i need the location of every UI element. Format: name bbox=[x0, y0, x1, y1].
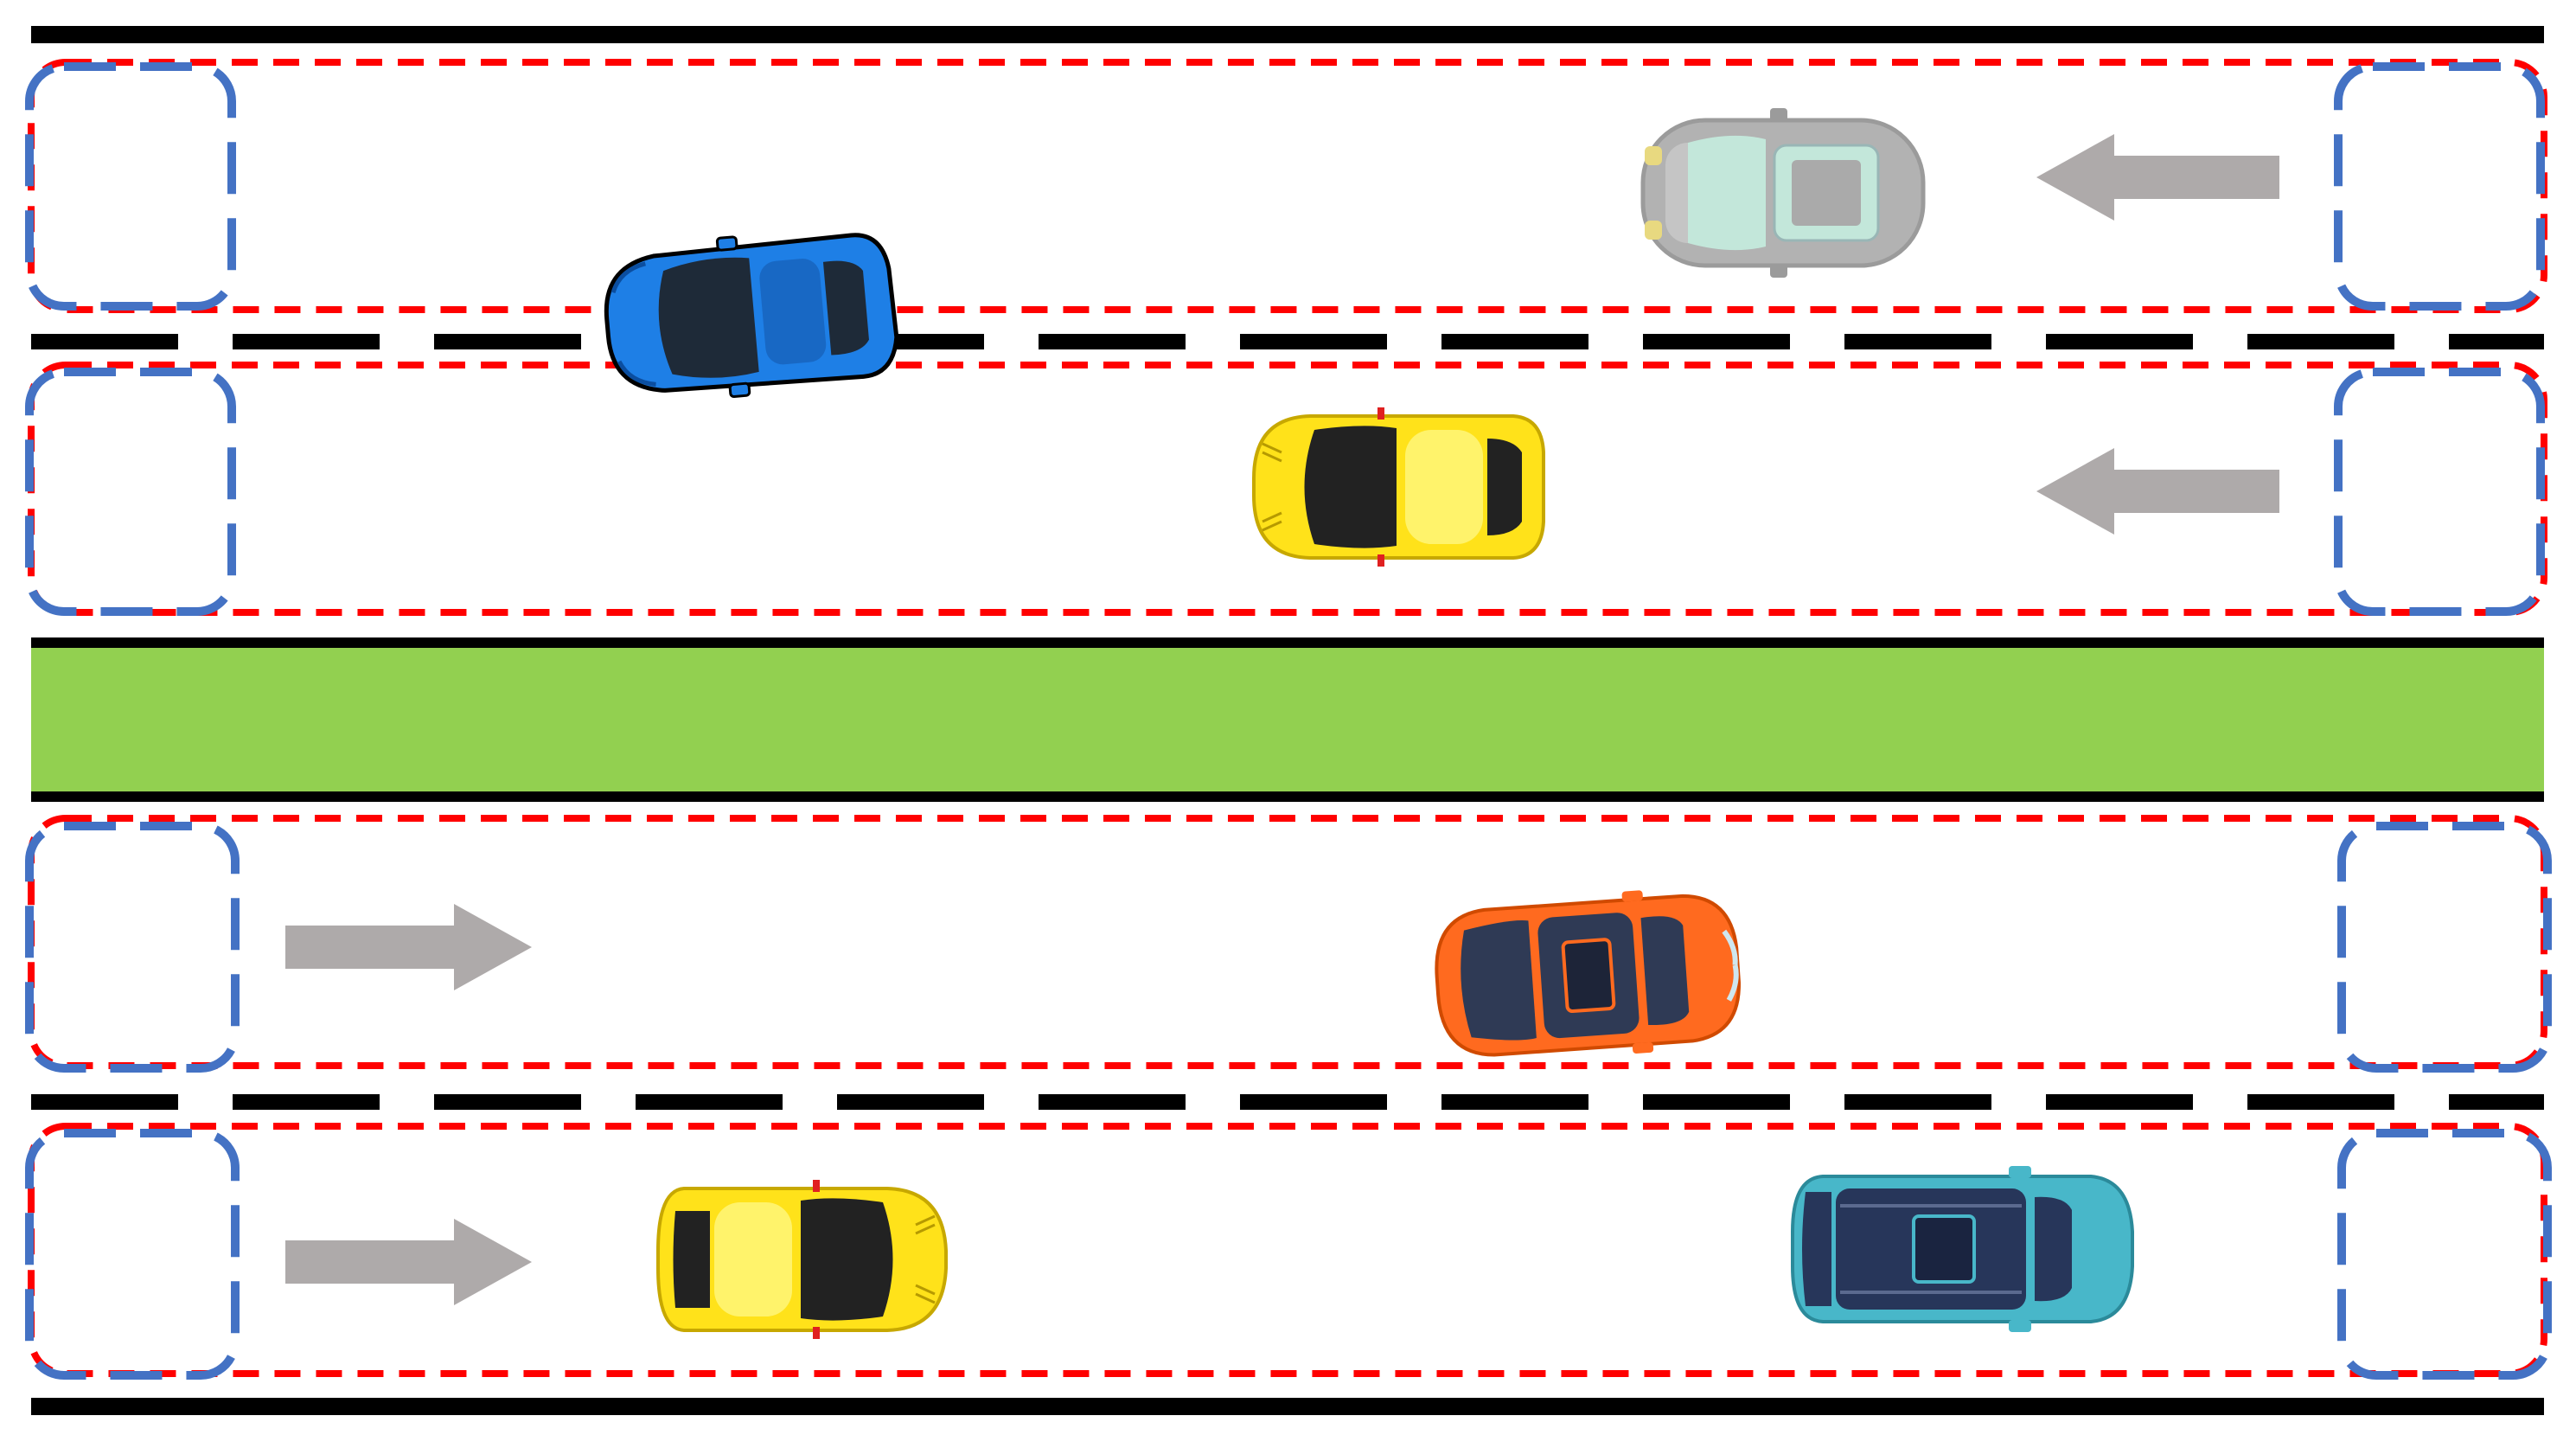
zone-lower-1-right bbox=[2337, 822, 2552, 1073]
road-markings bbox=[31, 26, 2544, 1415]
zone-lower-1-left bbox=[25, 822, 240, 1073]
zone-lower-2-right bbox=[2337, 1129, 2552, 1380]
zone-upper-1-left bbox=[25, 62, 236, 311]
zone-upper-1-right bbox=[2334, 62, 2545, 311]
median-top-edge bbox=[31, 637, 2544, 648]
median-green-strip bbox=[31, 648, 2544, 795]
bottom-road-edge bbox=[31, 1398, 2544, 1415]
direction-arrows bbox=[285, 134, 2279, 1305]
arrow-left-icon bbox=[2036, 134, 2279, 221]
blue-sports-car bbox=[604, 233, 899, 398]
teal-suv bbox=[1791, 1166, 2134, 1332]
gray-car bbox=[1640, 108, 1926, 278]
zone-upper-2-right bbox=[2334, 368, 2545, 616]
arrow-left-icon bbox=[2036, 448, 2279, 535]
vehicles bbox=[604, 108, 2134, 1339]
zone-upper-2-left bbox=[25, 368, 236, 616]
yellow-sports-car-2 bbox=[656, 1180, 948, 1339]
top-road-edge bbox=[31, 26, 2544, 43]
arrow-right-icon bbox=[285, 904, 532, 990]
yellow-sports-car bbox=[1252, 407, 1545, 567]
zone-lower-2-left bbox=[25, 1129, 240, 1380]
median-bottom-edge bbox=[31, 791, 2544, 802]
lane-zones bbox=[25, 62, 2552, 1380]
arrow-right-icon bbox=[285, 1219, 532, 1305]
orange-car bbox=[1435, 890, 1741, 1057]
